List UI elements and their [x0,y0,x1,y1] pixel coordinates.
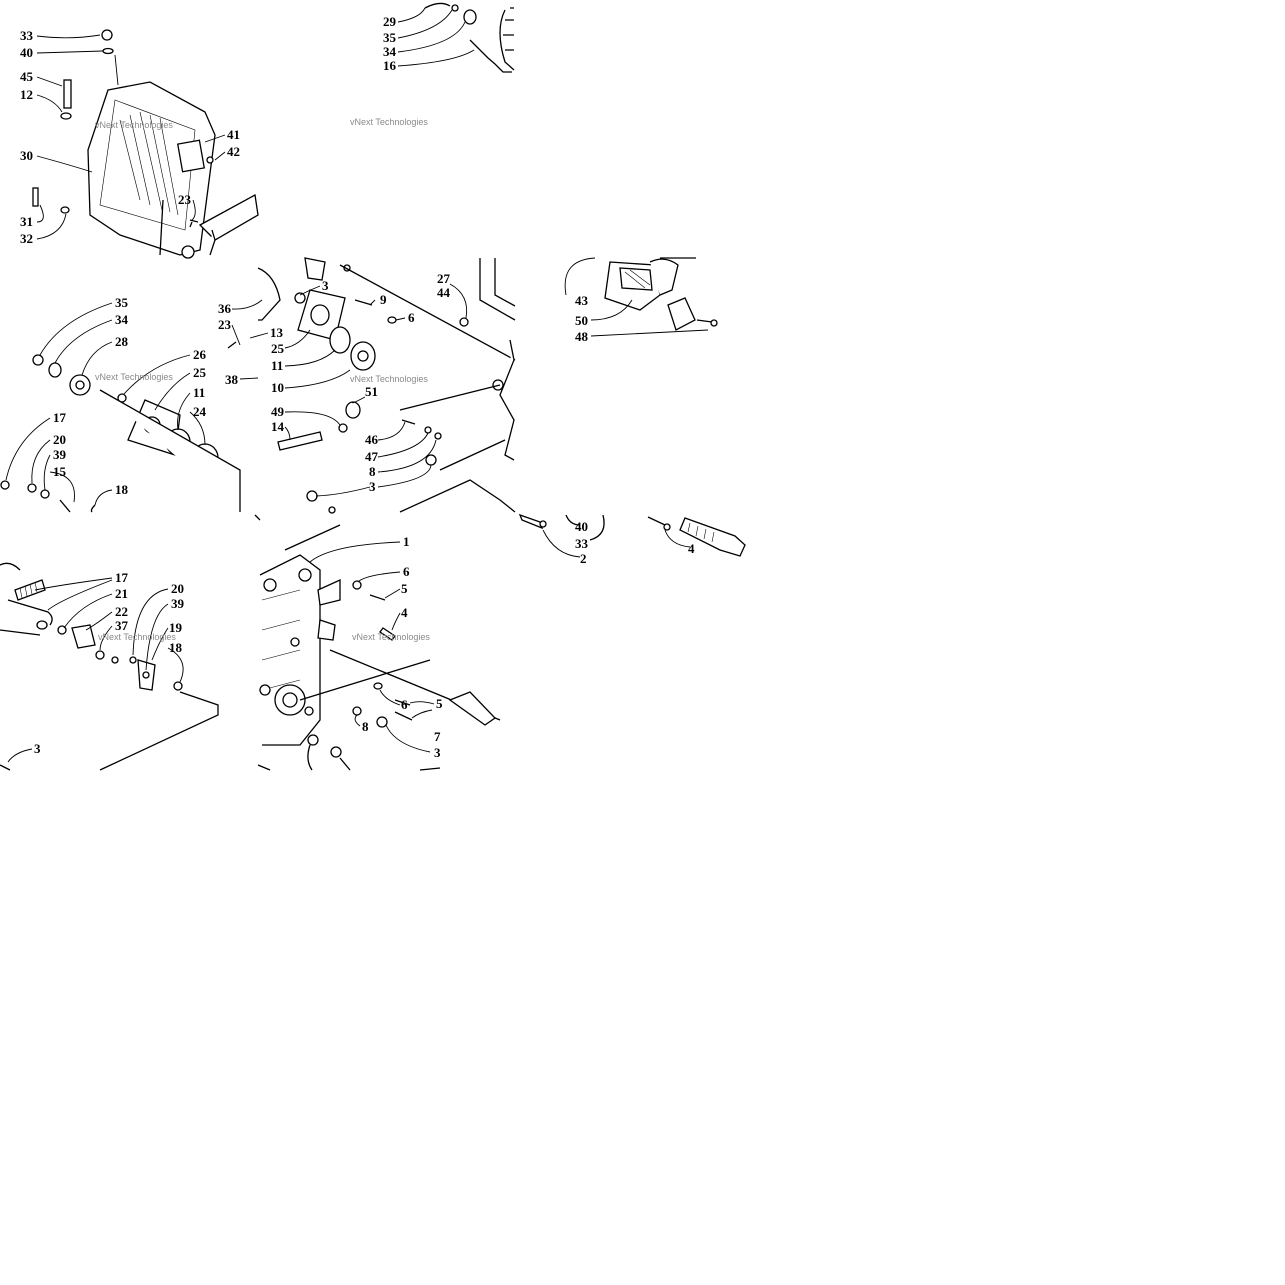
watermark: vNext Technologies [95,120,173,130]
part-label-38: 38 [225,372,239,387]
part-label-32: 32 [20,231,33,246]
tile-drive-sprocket: 35 34 28 26 25 11 24 17 20 39 15 18 vNex… [0,295,241,513]
part-label-8: 8 [369,464,376,479]
part-label-5: 5 [436,696,443,711]
part-label-48: 48 [575,329,589,344]
watermark: vNext Technologies [352,632,430,642]
part-label-24: 24 [193,404,207,419]
watermark: vNext Technologies [350,374,428,384]
part-label-20: 20 [171,581,184,596]
part-label-3: 3 [434,745,441,760]
part-label-35: 35 [115,295,129,310]
part-label-6: 6 [408,310,415,325]
part-label-40: 40 [20,45,33,60]
part-label-42: 42 [227,144,240,159]
part-label-8: 8 [362,719,369,734]
part-label-30: 30 [20,148,33,163]
part-label-3: 3 [322,278,329,293]
part-label-26: 26 [193,347,207,362]
part-label-25: 25 [193,365,207,380]
part-label-5: 5 [401,581,408,596]
part-label-34: 34 [115,312,129,327]
part-label-1: 1 [403,534,410,549]
part-label-11: 11 [271,358,283,373]
part-label-50: 50 [575,313,588,328]
part-label-7: 7 [434,729,441,744]
watermark: vNext Technologies [98,632,176,642]
part-label-20: 20 [53,432,66,447]
tile-chaincase: 1 6 5 4 6 5 8 7 3 vNext Technologies [254,514,501,771]
part-label-33: 33 [575,536,589,551]
part-label-12: 12 [20,87,33,102]
part-label-4: 4 [401,605,408,620]
tile-chaincase-cover: 33 40 45 12 30 31 32 41 42 23 vNext Tech… [20,28,259,259]
part-label-17: 17 [53,410,67,425]
part-label-46: 46 [365,432,379,447]
part-label-10: 10 [271,380,284,395]
part-label-4: 4 [688,541,695,556]
part-label-41: 41 [227,127,240,142]
part-label-23: 23 [218,317,232,332]
part-label-36: 36 [218,301,232,316]
part-label-45: 45 [20,69,34,84]
part-label-49: 49 [271,404,285,419]
part-label-2: 2 [580,551,587,566]
part-label-9: 9 [380,292,387,307]
part-label-6: 6 [403,564,410,579]
part-label-14: 14 [271,419,285,434]
part-label-6: 6 [401,697,408,712]
part-label-33: 33 [20,28,34,43]
part-label-28: 28 [115,334,129,349]
watermark: vNext Technologies [350,117,428,127]
part-label-15: 15 [53,464,67,479]
part-label-21: 21 [115,586,128,601]
part-label-3: 3 [34,741,41,756]
part-label-18: 18 [169,640,183,655]
part-label-17: 17 [115,570,129,585]
tile-brake-caliper: 43 50 48 [564,257,718,344]
part-label-47: 47 [365,449,379,464]
part-label-13: 13 [270,325,284,340]
part-label-39: 39 [171,596,185,611]
part-label-11: 11 [193,385,205,400]
part-label-40: 40 [575,519,588,534]
part-label-35: 35 [383,30,397,45]
part-label-27: 27 [437,271,451,286]
part-label-31: 31 [20,214,33,229]
part-label-18: 18 [115,482,129,497]
part-label-34: 34 [383,44,397,59]
part-label-44: 44 [437,285,451,300]
part-label-25: 25 [271,341,285,356]
tile-bolts: 40 33 2 4 [518,513,746,566]
part-label-16: 16 [383,58,397,73]
part-label-51: 51 [365,384,378,399]
part-label-39: 39 [53,447,67,462]
tile-tensioner: 17 21 22 37 20 39 19 18 3 vNext Technolo… [0,562,219,771]
part-label-43: 43 [575,293,589,308]
watermark: vNext Technologies [95,372,173,382]
part-label-3: 3 [369,479,376,494]
part-label-23: 23 [178,192,192,207]
tile-bearing-housing: 36 23 13 3 9 6 27 44 25 11 38 10 51 49 1… [218,257,516,514]
part-label-37: 37 [115,618,129,633]
tile-sprocket-chain: 29 35 34 16 vNext Technologies [350,2,515,127]
part-label-19: 19 [169,620,183,635]
part-label-29: 29 [383,14,397,29]
part-label-22: 22 [115,604,128,619]
